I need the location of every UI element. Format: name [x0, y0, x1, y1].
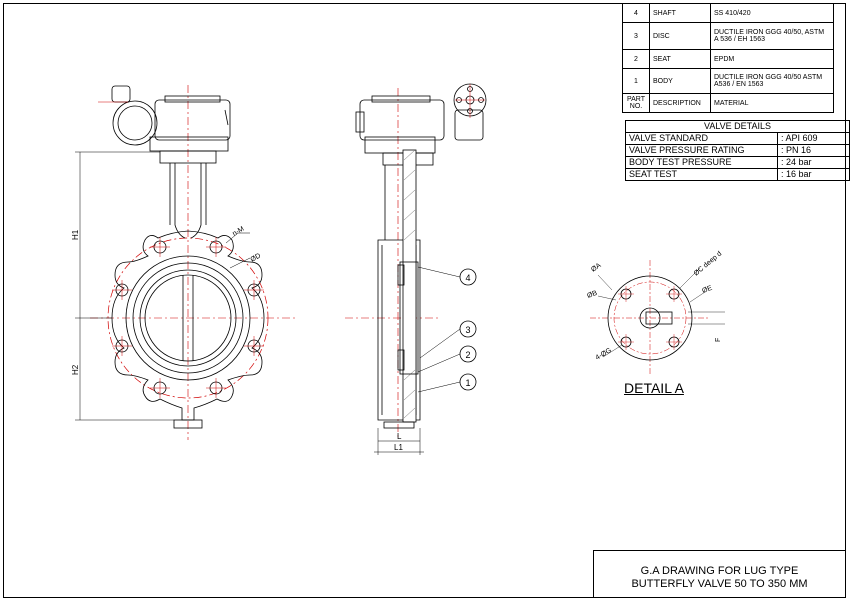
table-row: 2 SEAT EPDM: [622, 49, 834, 69]
lug-body-outline: [111, 230, 265, 421]
material-header: MATERIAL: [710, 93, 834, 113]
sheet-border: [3, 3, 846, 598]
title-line-2: BUTTERFLY VALVE 50 TO 350 MM: [631, 578, 808, 590]
balloon-1-label: 1: [465, 378, 470, 388]
detail-a-label: DETAIL A: [624, 380, 684, 396]
balloon-3-label: 3: [465, 325, 470, 335]
h2-label: H2: [71, 364, 80, 375]
l1-label: L1: [394, 443, 403, 452]
table-row: SEAT TEST: 16 bar: [625, 168, 850, 181]
table-row: 1 BODY DUCTILE IRON GGG 40/50 ASTM A536 …: [622, 68, 834, 94]
h1-label: H1: [71, 229, 80, 240]
balloon-3: [459, 320, 477, 338]
gearbox-housing: [154, 99, 231, 141]
front-centerlines: [90, 85, 295, 440]
front-dimensions: [75, 151, 251, 421]
side-gearbox: [359, 99, 445, 141]
balloon-2: [459, 345, 477, 363]
nm-label: n-M: [232, 226, 246, 238]
od-label: ØD: [250, 252, 263, 263]
detail-value: : 16 bar: [777, 168, 850, 181]
detail-a-dim-a: ØA: [590, 262, 603, 274]
detail-a-dim-b: ØB: [586, 290, 598, 300]
balloon-leaders: [417, 266, 461, 393]
detail-a-dim-f: F: [715, 338, 722, 342]
balloons: [459, 268, 477, 391]
table-row: BODY TEST PRESSURE: 24 bar: [625, 156, 850, 169]
parts-list-table: 4 SHAFT SS 410/420 3 DISC DUCTILE IRON G…: [622, 3, 834, 113]
side-view: [345, 83, 487, 455]
detail-a-dim-g: 4-ØG: [595, 347, 613, 362]
balloon-4: [459, 268, 477, 286]
balloon-1: [459, 373, 477, 391]
table-row: VALVE STANDARD: API 609: [625, 132, 850, 145]
handwheel-body: [112, 100, 158, 146]
title-line-1: G.A DRAWING FOR LUG TYPE: [640, 565, 799, 577]
detail-a-view: [590, 260, 725, 375]
table-header-row: PART NO. DESCRIPTION MATERIAL: [622, 93, 834, 113]
table-row: 3 DISC DUCTILE IRON GGG 40/50, ASTM A 53…: [622, 22, 834, 50]
front-view: [75, 85, 295, 440]
l-label: L: [397, 432, 402, 441]
balloon-2-label: 2: [465, 350, 470, 360]
title-block: G.A DRAWING FOR LUG TYPE BUTTERFLY VALVE…: [593, 550, 846, 598]
part-no: 3: [622, 22, 650, 50]
valve-details-table: VALVE DETAILS VALVE STANDARD: API 609 VA…: [625, 120, 850, 181]
balloon-4-label: 4: [465, 273, 470, 283]
detail-a-dim-e: ØE: [701, 285, 713, 295]
detail-a-dim-c: ØC deep d: [693, 250, 724, 277]
